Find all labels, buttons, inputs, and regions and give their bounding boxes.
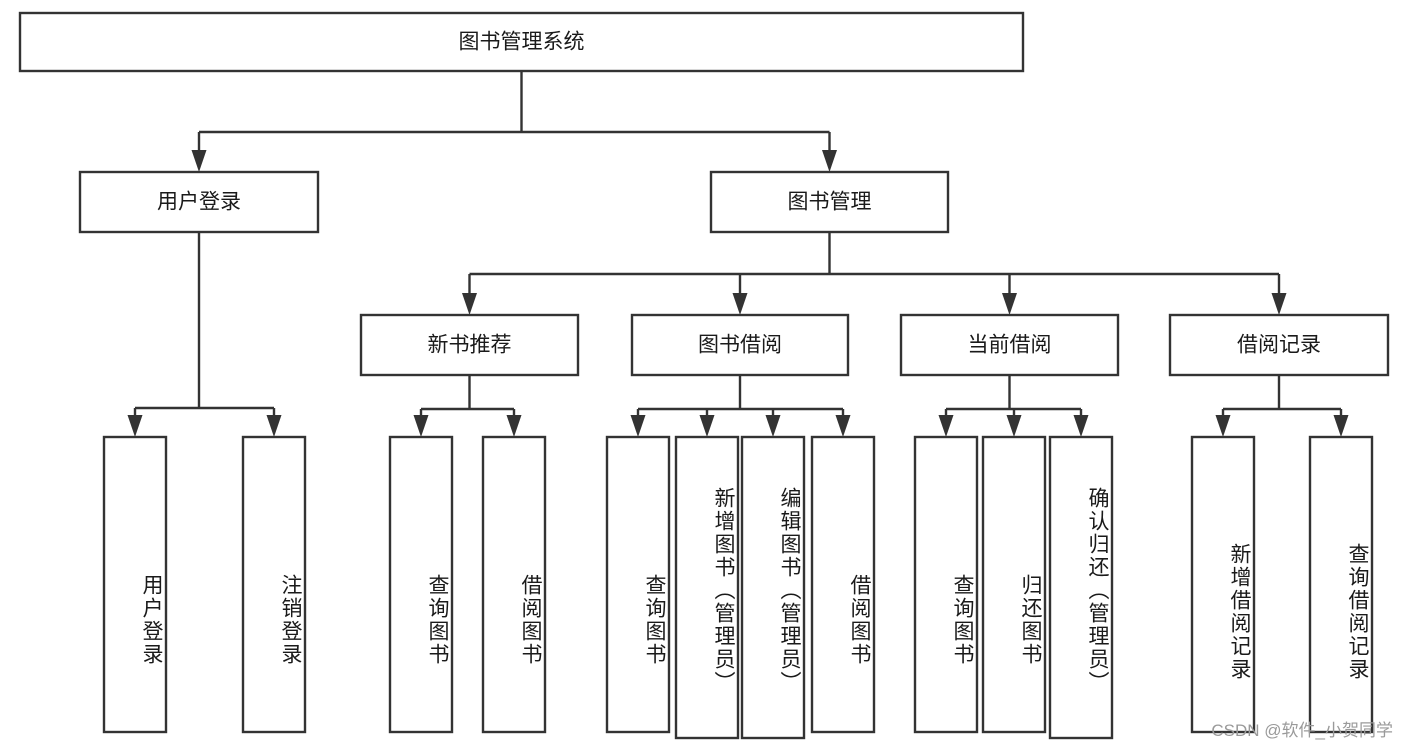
edge-borrow-record-to-leaf-add-record-head — [1215, 415, 1231, 437]
node-new-book-rec-label: 新书推荐 — [428, 334, 512, 357]
node-book-borrow[interactable] — [630, 313, 850, 377]
node-current-borrow-label: 当前借阅 — [968, 334, 1052, 357]
edge-bookmanage-to-current-borrow-head — [1002, 293, 1017, 315]
node-borrow-record-label: 借阅记录 — [1237, 334, 1321, 357]
edge-current-borrow-to-leaf-confirm-ret-head — [1073, 415, 1089, 437]
edge-borrow-record-to-leaf-query-record-head — [1333, 415, 1349, 437]
leaf-leaf-edit-book[interactable] — [740, 435, 806, 740]
edges-layer — [127, 71, 1349, 437]
node-root-label: 图书管理系统 — [459, 31, 585, 54]
edge-new-book-rec-to-leaf-query-book-1-head — [413, 415, 429, 437]
node-new-book-rec[interactable] — [359, 313, 580, 377]
edge-root-to-book-manage-head — [822, 150, 837, 172]
leaf-leaf-query-book-3[interactable] — [913, 435, 979, 734]
edge-user-login-to-leaf-logout-login-head — [266, 415, 282, 437]
leaf-leaf-add-record[interactable] — [1190, 435, 1256, 734]
edge-book-borrow-to-leaf-query-book-2-head — [630, 415, 646, 437]
edge-user-login-to-leaf-user-login-head — [127, 415, 143, 437]
edge-bookmanage-to-book-borrow-head — [732, 293, 748, 315]
leaf-leaf-confirm-ret[interactable] — [1048, 435, 1114, 740]
node-user-login-label: 用户登录 — [157, 191, 241, 214]
edge-book-borrow-to-leaf-edit-book-head — [765, 415, 781, 437]
node-root[interactable] — [18, 11, 1025, 73]
leaf-leaf-borrow-book-2[interactable] — [810, 435, 876, 734]
edge-new-book-rec-to-leaf-borrow-book-1-head — [506, 415, 522, 437]
leaf-leaf-user-login[interactable] — [102, 435, 168, 734]
leaf-leaf-return-book[interactable] — [981, 435, 1047, 734]
edge-current-borrow-to-leaf-return-book-head — [1006, 415, 1022, 437]
node-book-manage[interactable] — [709, 170, 950, 234]
node-book-borrow-label: 图书借阅 — [698, 334, 782, 357]
leaf-leaf-add-book[interactable] — [674, 435, 740, 740]
node-borrow-record[interactable] — [1168, 313, 1390, 377]
leaf-leaf-query-book-2[interactable] — [605, 435, 671, 734]
node-book-manage-label: 图书管理 — [788, 191, 872, 214]
edge-bookmanage-to-new-book-rec-head — [462, 293, 477, 315]
node-current-borrow[interactable] — [899, 313, 1120, 377]
edge-root-to-user-login-head — [191, 150, 207, 172]
leaf-leaf-borrow-book-1[interactable] — [481, 435, 547, 734]
leaf-leaf-logout-login[interactable] — [241, 435, 307, 734]
edge-book-borrow-to-leaf-add-book-head — [699, 415, 715, 437]
leaf-leaf-query-book-1[interactable] — [388, 435, 454, 734]
node-user-login[interactable] — [78, 170, 320, 234]
leaf-leaf-query-record[interactable] — [1308, 435, 1374, 734]
edge-bookmanage-to-borrow-record-head — [1271, 293, 1287, 315]
edge-current-borrow-to-leaf-query-book-3-head — [938, 415, 954, 437]
edge-book-borrow-to-leaf-borrow-book-2-head — [835, 415, 851, 437]
